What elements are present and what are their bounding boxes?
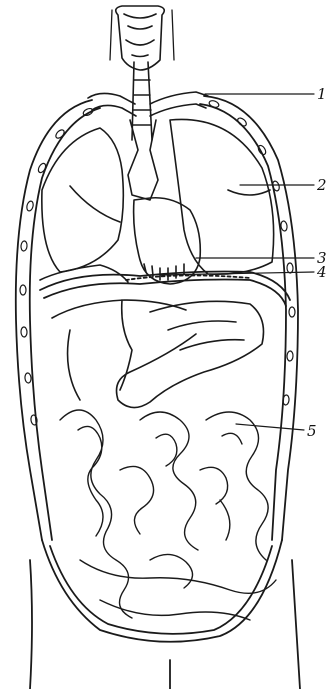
label-2: 2 [316,176,327,194]
stomach-liver [52,300,264,408]
rib-cage [16,96,298,540]
intestines [60,410,276,620]
heart [134,198,201,284]
label-4: 4 [316,263,327,281]
pelvis [30,540,300,689]
label-5: 5 [307,422,317,440]
great-vessels [88,92,208,200]
diaphragm [40,272,290,307]
label-1: 1 [317,85,327,103]
neck-trachea [110,6,174,140]
leader-lines [160,94,314,430]
